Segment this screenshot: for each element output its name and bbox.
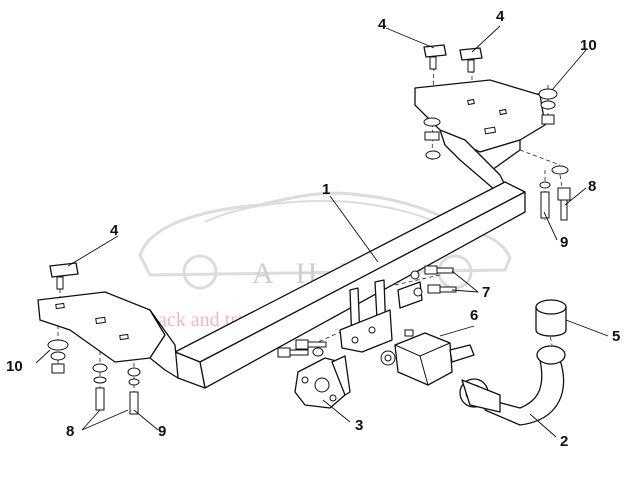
- callout-3: 3: [355, 417, 363, 434]
- crossbar-tube-front: [199, 191, 526, 389]
- callout-10-right: 10: [580, 37, 597, 54]
- ball-neck-top: [536, 345, 566, 365]
- bolt-set-7: [397, 265, 457, 309]
- callout-labels: 1 2 3 4 4 4 5 6 7 8 8 9 9 10 10: [6, 8, 620, 450]
- washer-10-left: [47, 339, 69, 351]
- center-bracket-plate: [339, 309, 393, 353]
- callout-6: 6: [470, 307, 478, 324]
- callout-4-left: 4: [110, 222, 119, 239]
- callout-2: 2: [560, 433, 568, 450]
- callout-4-top-left: 4: [378, 16, 387, 33]
- callout-8-left: 8: [66, 423, 74, 440]
- tow-ball-cap-5: [535, 299, 567, 337]
- watermark-car-wheel-front: [182, 254, 218, 290]
- watermark-car-outline: [138, 191, 512, 277]
- bolt-8-right-shank: [560, 199, 568, 221]
- callout-8-right: 8: [588, 178, 596, 195]
- bolt-8-left: [95, 387, 105, 411]
- crossbar-assembly: [37, 79, 546, 389]
- fasteners: [47, 88, 571, 415]
- bolt-9-left: [129, 391, 139, 415]
- spacer-bracket-left: [49, 262, 79, 278]
- left-mounting-plate: [37, 291, 166, 363]
- bolt-9-right: [540, 191, 550, 219]
- right-mounting-plate: [414, 79, 546, 153]
- cap-top: [535, 299, 567, 315]
- callout-10-left: 10: [6, 358, 23, 375]
- bolt-8-right-head: [557, 187, 571, 201]
- callout-1: 1: [322, 181, 330, 198]
- electrical-module-6: [380, 329, 475, 386]
- callout-9-right: 9: [560, 234, 568, 251]
- callout-5: 5: [612, 328, 620, 345]
- callout-4-top-right: 4: [496, 8, 505, 25]
- spacer-bracket-top-right: [459, 47, 483, 61]
- tow-ball-neck-2: [459, 345, 566, 426]
- socket-plate-3: [277, 339, 351, 409]
- spacer-bracket-top-left: [423, 44, 447, 58]
- washer-10-right: [538, 88, 558, 100]
- callout-7: 7: [482, 284, 490, 301]
- leader-lines: [35, 25, 609, 438]
- callout-9-left: 9: [158, 423, 166, 440]
- left-plate-flange: [149, 309, 179, 379]
- module-body: [394, 332, 453, 386]
- watermark-car-roof: [204, 199, 446, 227]
- ball-neck-curve: [484, 359, 565, 426]
- spacer-brackets: [49, 44, 483, 290]
